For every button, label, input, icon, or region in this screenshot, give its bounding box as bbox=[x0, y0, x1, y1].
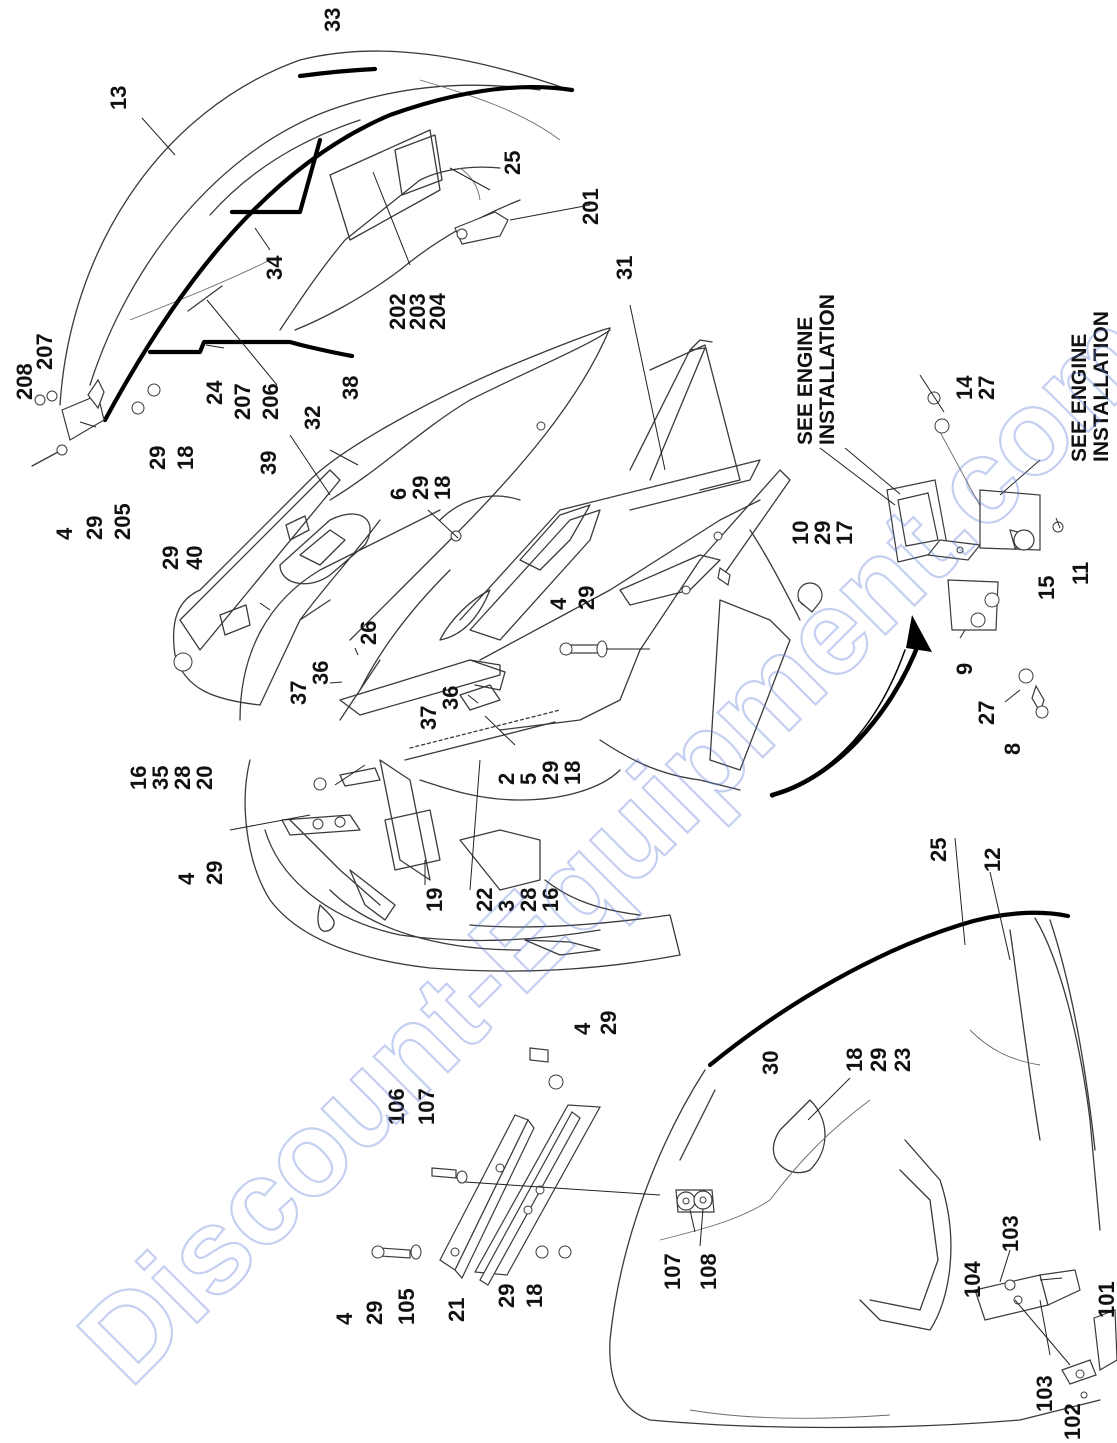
engine-installation-note-a: SEE ENGINEINSTALLATION bbox=[794, 294, 839, 445]
leader-lines bbox=[79, 117, 1071, 1366]
callout-15: 15 bbox=[1034, 576, 1059, 600]
callout-6-29-18: 62918 bbox=[386, 476, 455, 500]
callout-21: 21 bbox=[444, 1298, 469, 1322]
note-a-line2: INSTALLATION bbox=[816, 294, 839, 445]
callout-24: 24 bbox=[202, 380, 227, 405]
callout-25-upper: 25 bbox=[500, 151, 525, 175]
engine-installation-note-b: SEE ENGINEINSTALLATION bbox=[1068, 311, 1113, 462]
callout-16-35-28-20: 16352820 bbox=[126, 766, 217, 790]
svg-text:SEE ENGINEINSTALLATION: SEE ENGINEINSTALLATION bbox=[794, 294, 839, 445]
callout-22-3-28-16: 2232816 bbox=[472, 888, 563, 912]
callout-39: 39 bbox=[256, 451, 281, 475]
callout-201: 201 bbox=[578, 188, 603, 225]
callout-103-102: 103102 bbox=[1032, 1375, 1085, 1440]
callout-202-203-204: 202203204 bbox=[385, 293, 450, 330]
callout-33: 33 bbox=[320, 8, 345, 32]
callout-31: 31 bbox=[612, 256, 637, 280]
callout-10-29-17: 102917 bbox=[788, 521, 857, 545]
callout-32: 32 bbox=[300, 406, 325, 430]
callout-12: 12 bbox=[980, 848, 1005, 872]
callout-30: 30 bbox=[758, 1051, 783, 1075]
callout-14-27: 1427 bbox=[952, 375, 999, 400]
lower-hood-panel bbox=[609, 910, 1117, 1429]
callout-34: 34 bbox=[262, 255, 287, 280]
upper-hood-panel bbox=[31, 50, 575, 467]
callout-27-8: 278 bbox=[974, 701, 1025, 755]
watermark-text: Discount-Equipment.com bbox=[54, 286, 1117, 1408]
callout-18-29-23: 182923 bbox=[842, 1048, 915, 1072]
support-rails bbox=[371, 1047, 661, 1286]
note-b-line1: SEE ENGINE bbox=[1068, 334, 1091, 462]
callout-38: 38 bbox=[338, 376, 363, 400]
callout-101: 101 bbox=[1094, 1281, 1117, 1318]
callout-37-36-left: 3736 bbox=[286, 661, 333, 705]
assembly-direction-arrow bbox=[769, 615, 932, 798]
callout-25-lower: 25 bbox=[926, 838, 951, 862]
callout-9: 9 bbox=[952, 663, 977, 675]
callout-26: 26 bbox=[356, 621, 381, 645]
callout-11: 11 bbox=[1068, 562, 1093, 585]
callout-104-103: 104103 bbox=[960, 1215, 1023, 1298]
callout-4-29-right: 429 bbox=[570, 1011, 621, 1035]
callout-13: 13 bbox=[106, 86, 131, 110]
callout-29-40: 2940 bbox=[158, 546, 207, 570]
main-frame-assembly bbox=[172, 327, 823, 972]
note-a-line1: SEE ENGINE bbox=[794, 317, 817, 445]
note-b-line2: INSTALLATION bbox=[1090, 311, 1113, 462]
svg-text:SEE ENGINEINSTALLATION: SEE ENGINEINSTALLATION bbox=[1068, 311, 1113, 462]
callout-2-5-29-18: 252918 bbox=[494, 761, 585, 785]
callout-19: 19 bbox=[422, 888, 447, 912]
engine-bracket-parts bbox=[886, 391, 1064, 719]
callout-37-36-right: 3736 bbox=[416, 686, 463, 730]
callout-208-207: 208207 bbox=[12, 333, 57, 400]
